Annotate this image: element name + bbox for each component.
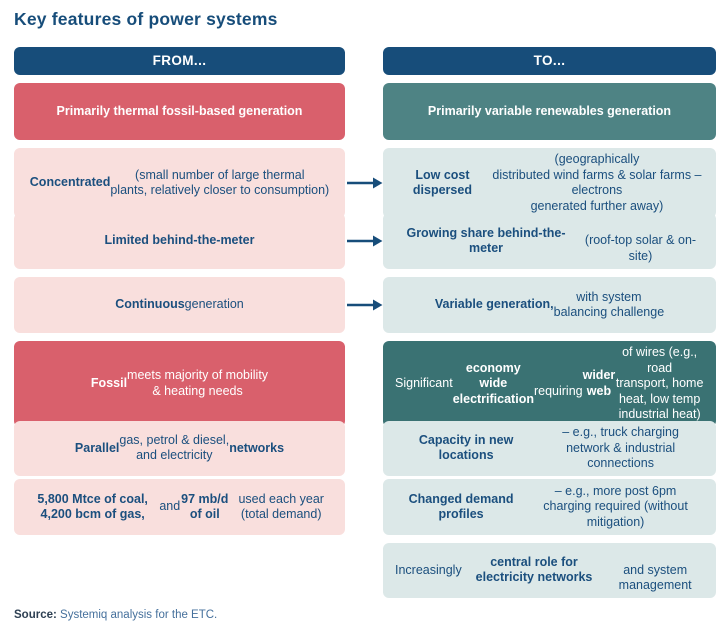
- source-line: Source: Systemiq analysis for the ETC.: [14, 609, 716, 621]
- from-cell: Continuous generation: [14, 277, 345, 333]
- column-gap: [345, 83, 383, 140]
- table-row: 5,800 Mtce of coal, 4,200 bcm of gas, an…: [14, 479, 716, 535]
- from-cell-empty: [14, 543, 345, 598]
- column-gap: [345, 543, 383, 598]
- column-gap: [345, 341, 383, 427]
- to-column-header: TO...: [383, 47, 716, 75]
- transition-arrow: [345, 277, 383, 333]
- table-row: Limited behind-the-meter Growing share be…: [14, 213, 716, 269]
- from-cell: Primarily thermal fossil-based generatio…: [14, 83, 345, 140]
- from-cell: 5,800 Mtce of coal, 4,200 bcm of gas, an…: [14, 479, 345, 535]
- transition-arrow: [345, 213, 383, 269]
- column-gap: [345, 479, 383, 535]
- header-row: FROM... TO...: [14, 47, 716, 75]
- column-gap: [345, 47, 383, 75]
- rows-container: Primarily thermal fossil-based generatio…: [14, 83, 716, 598]
- page: Key features of power systems FROM... TO…: [14, 9, 716, 621]
- to-cell: Increasingly central role for electricit…: [383, 543, 716, 598]
- right-arrow-icon: [346, 299, 382, 311]
- from-cell: Concentrated (small number of large ther…: [14, 148, 345, 218]
- from-column-header: FROM...: [14, 47, 345, 75]
- to-cell: Changed demand profiles – e.g., more pos…: [383, 479, 716, 535]
- comparison-table: FROM... TO... Primarily thermal fossil-b…: [14, 47, 716, 598]
- table-row: Fossil meets majority of mobility & heat…: [14, 341, 716, 427]
- page-title: Key features of power systems: [14, 9, 278, 29]
- to-cell: Low cost dispersed (geographically distr…: [383, 148, 716, 218]
- from-cell: Limited behind-the-meter: [14, 213, 345, 269]
- column-gap: [345, 421, 383, 476]
- to-cell: Significant economy wide electrification…: [383, 341, 716, 427]
- right-arrow-icon: [346, 235, 382, 247]
- source-text: Systemiq analysis for the ETC.: [56, 609, 218, 621]
- to-cell: Primarily variable renewables generation: [383, 83, 716, 140]
- from-cell: Parallel gas, petrol & diesel, and elect…: [14, 421, 345, 476]
- table-row: Primarily thermal fossil-based generatio…: [14, 83, 716, 140]
- transition-arrow: [345, 148, 383, 218]
- to-cell: Variable generation, with system balanci…: [383, 277, 716, 333]
- to-cell: Capacity in new locations – e.g., truck …: [383, 421, 716, 476]
- to-cell: Growing share behind-the-meter (roof-top…: [383, 213, 716, 269]
- source-label: Source:: [14, 609, 57, 621]
- table-row: Continuous generation Variable generation…: [14, 277, 716, 333]
- table-row: Concentrated (small number of large ther…: [14, 148, 716, 218]
- from-cell: Fossil meets majority of mobility & heat…: [14, 341, 345, 427]
- table-row: Parallel gas, petrol & diesel, and elect…: [14, 421, 716, 476]
- table-row: Increasingly central role for electricit…: [14, 543, 716, 598]
- right-arrow-icon: [346, 177, 382, 189]
